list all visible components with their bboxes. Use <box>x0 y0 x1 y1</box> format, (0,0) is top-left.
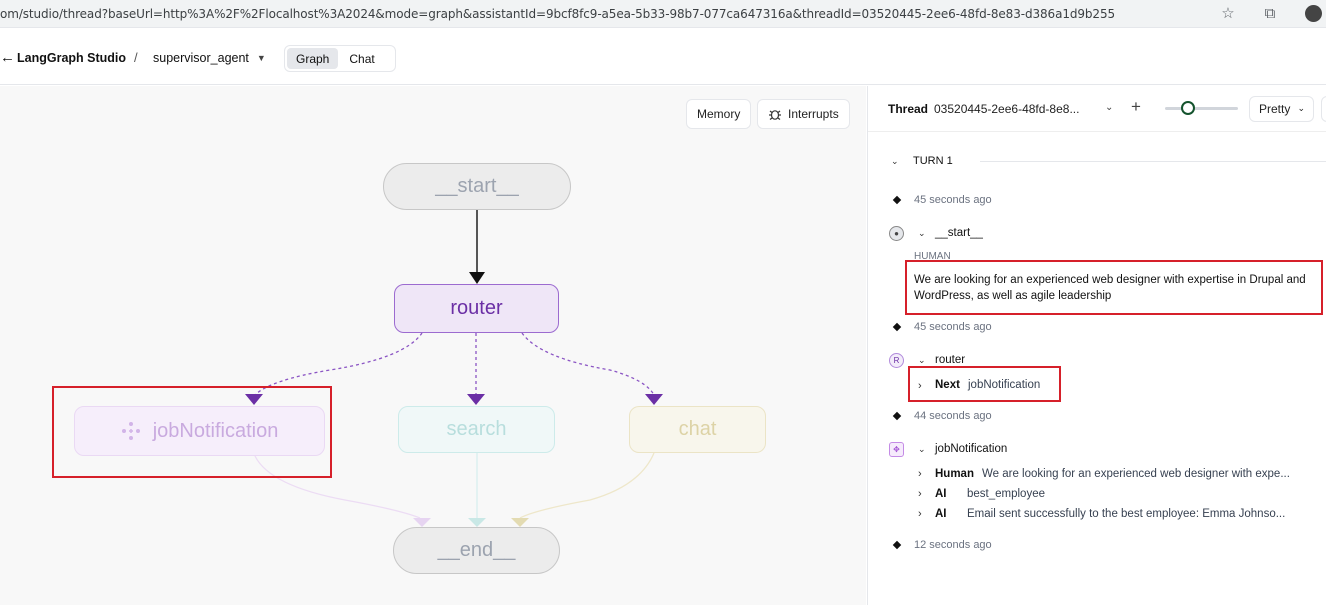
edge-arrow-start-router <box>469 272 485 284</box>
message-role: AI <box>935 488 947 500</box>
graph-selector-label: supervisor_agent <box>153 51 249 65</box>
graph-selector[interactable]: supervisor_agent ▼ <box>153 51 266 65</box>
timeline-marker <box>892 411 902 421</box>
node-start-label: __start__ <box>435 175 519 197</box>
node-chat[interactable]: chat <box>629 406 766 453</box>
mode-toggle: Graph Chat <box>284 45 396 72</box>
node-jobnotification[interactable]: jobNotification <box>74 406 325 456</box>
edge-arrow-chat-end <box>511 518 529 527</box>
next-key: Next <box>935 379 960 391</box>
thread-id-select[interactable]: 03520445-2ee6-48fd-8e8... <box>934 102 1080 116</box>
node-end[interactable]: __end__ <box>393 527 560 574</box>
chevron-down-icon: ⌄ <box>1297 103 1305 113</box>
step-router-name[interactable]: router <box>935 354 966 366</box>
turn-label[interactable]: TURN 1 <box>913 155 953 167</box>
arrow-left-icon[interactable]: ← <box>0 49 15 66</box>
interrupts-button[interactable]: Interrupts <box>757 99 850 129</box>
timestamp: 45 seconds ago <box>914 194 992 206</box>
breadcrumb-separator: / <box>134 50 138 65</box>
chevron-down-icon[interactable]: ⌄ <box>1105 102 1114 113</box>
chevron-down-icon: ▼ <box>256 53 266 63</box>
turn-divider <box>980 161 1326 162</box>
chevron-right-icon[interactable]: › <box>918 488 922 500</box>
router-icon: R <box>889 353 904 368</box>
node-search-label: search <box>446 418 507 440</box>
edge-arrow-router-chat <box>645 394 663 405</box>
node-search[interactable]: search <box>398 406 555 453</box>
chevron-right-icon[interactable]: › <box>918 508 922 520</box>
plus-icon[interactable]: + <box>1131 97 1141 116</box>
node-router-label: router <box>450 297 503 319</box>
node-start[interactable]: __start__ <box>383 163 571 210</box>
subgraph-icon <box>121 422 140 440</box>
node-router[interactable]: router <box>394 284 559 333</box>
thread-header: Thread 03520445-2ee6-48fd-8e8... ⌄ + Pre… <box>868 86 1326 132</box>
timestamp: 44 seconds ago <box>914 410 992 422</box>
message-preview: best_employee <box>967 488 1045 500</box>
node-jobnotification-label: jobNotification <box>152 419 279 442</box>
memory-button[interactable]: Memory <box>686 99 752 129</box>
url-text[interactable]: om/studio/thread?baseUrl=http%3A%2F%2Flo… <box>0 7 1116 21</box>
node-chat-label: chat <box>678 418 717 440</box>
thread-panel: Thread 03520445-2ee6-48fd-8e8... ⌄ + Pre… <box>867 86 1326 605</box>
timeline-marker <box>892 195 902 205</box>
browser-url-bar: om/studio/thread?baseUrl=http%3A%2F%2Flo… <box>0 0 1326 28</box>
history-slider-handle[interactable] <box>1181 101 1195 115</box>
edge-arrow-router-search <box>467 394 485 405</box>
profile-avatar[interactable] <box>1305 5 1322 22</box>
subgraph-icon: ✥ <box>889 442 904 457</box>
view-mode-label: Pretty <box>1259 102 1291 116</box>
human-message: We are looking for an experienced web de… <box>914 274 1306 302</box>
extension-icon[interactable]: ⧉ <box>1264 5 1276 22</box>
app-header: ← LangGraph Studio / supervisor_agent ▼ … <box>0 29 1326 85</box>
step-jobnotification-name[interactable]: jobNotification <box>935 443 1008 455</box>
brand-title[interactable]: LangGraph Studio <box>17 51 127 65</box>
message-preview: We are looking for an experienced web de… <box>982 468 1290 480</box>
tab-graph[interactable]: Graph <box>287 48 339 69</box>
view-mode-select[interactable]: Pretty ⌄ <box>1249 96 1314 122</box>
next-value: jobNotification <box>968 379 1041 391</box>
message-role: Human <box>935 468 974 480</box>
memory-button-label: Memory <box>697 107 741 121</box>
tab-chat[interactable]: Chat <box>349 52 375 66</box>
message-role: HUMAN <box>914 251 951 262</box>
chevron-down-icon[interactable]: ⌄ <box>918 355 926 365</box>
chevron-down-icon[interactable]: ⌄ <box>891 156 899 166</box>
timeline-marker <box>892 540 902 550</box>
edge-router-jobnotification <box>254 332 423 396</box>
edge-arrow-search-end <box>468 518 486 527</box>
edge-chat-end <box>519 452 655 519</box>
message-role: AI <box>935 508 947 520</box>
graph-canvas[interactable]: Memory Interrupts __start__ route <box>0 86 866 605</box>
chevron-right-icon[interactable]: › <box>918 468 922 480</box>
node-end-label: __end__ <box>437 539 516 561</box>
edge-arrow-jobnotification-end <box>413 518 431 527</box>
message-preview: Email sent successfully to the best empl… <box>967 508 1286 520</box>
interrupts-button-label: Interrupts <box>788 107 839 121</box>
thread-label: Thread <box>888 102 929 116</box>
step-start-name[interactable]: __start__ <box>935 227 983 239</box>
edge-arrow-router-jobnotification <box>245 394 263 405</box>
chevron-down-icon[interactable]: ⌄ <box>918 228 926 238</box>
timestamp: 12 seconds ago <box>914 539 992 551</box>
panel-overflow-button[interactable] <box>1321 96 1326 122</box>
timeline-marker <box>892 322 902 332</box>
edge-jobnotification-end <box>254 455 421 519</box>
bug-icon <box>769 110 781 120</box>
edge-router-chat <box>521 332 655 396</box>
history-slider-track[interactable] <box>1165 107 1238 110</box>
star-icon[interactable]: ☆ <box>1221 5 1235 22</box>
chevron-down-icon[interactable]: ⌄ <box>918 444 926 454</box>
timestamp: 45 seconds ago <box>914 321 992 333</box>
chevron-right-icon[interactable]: › <box>918 380 922 392</box>
user-icon: ● <box>889 226 904 241</box>
